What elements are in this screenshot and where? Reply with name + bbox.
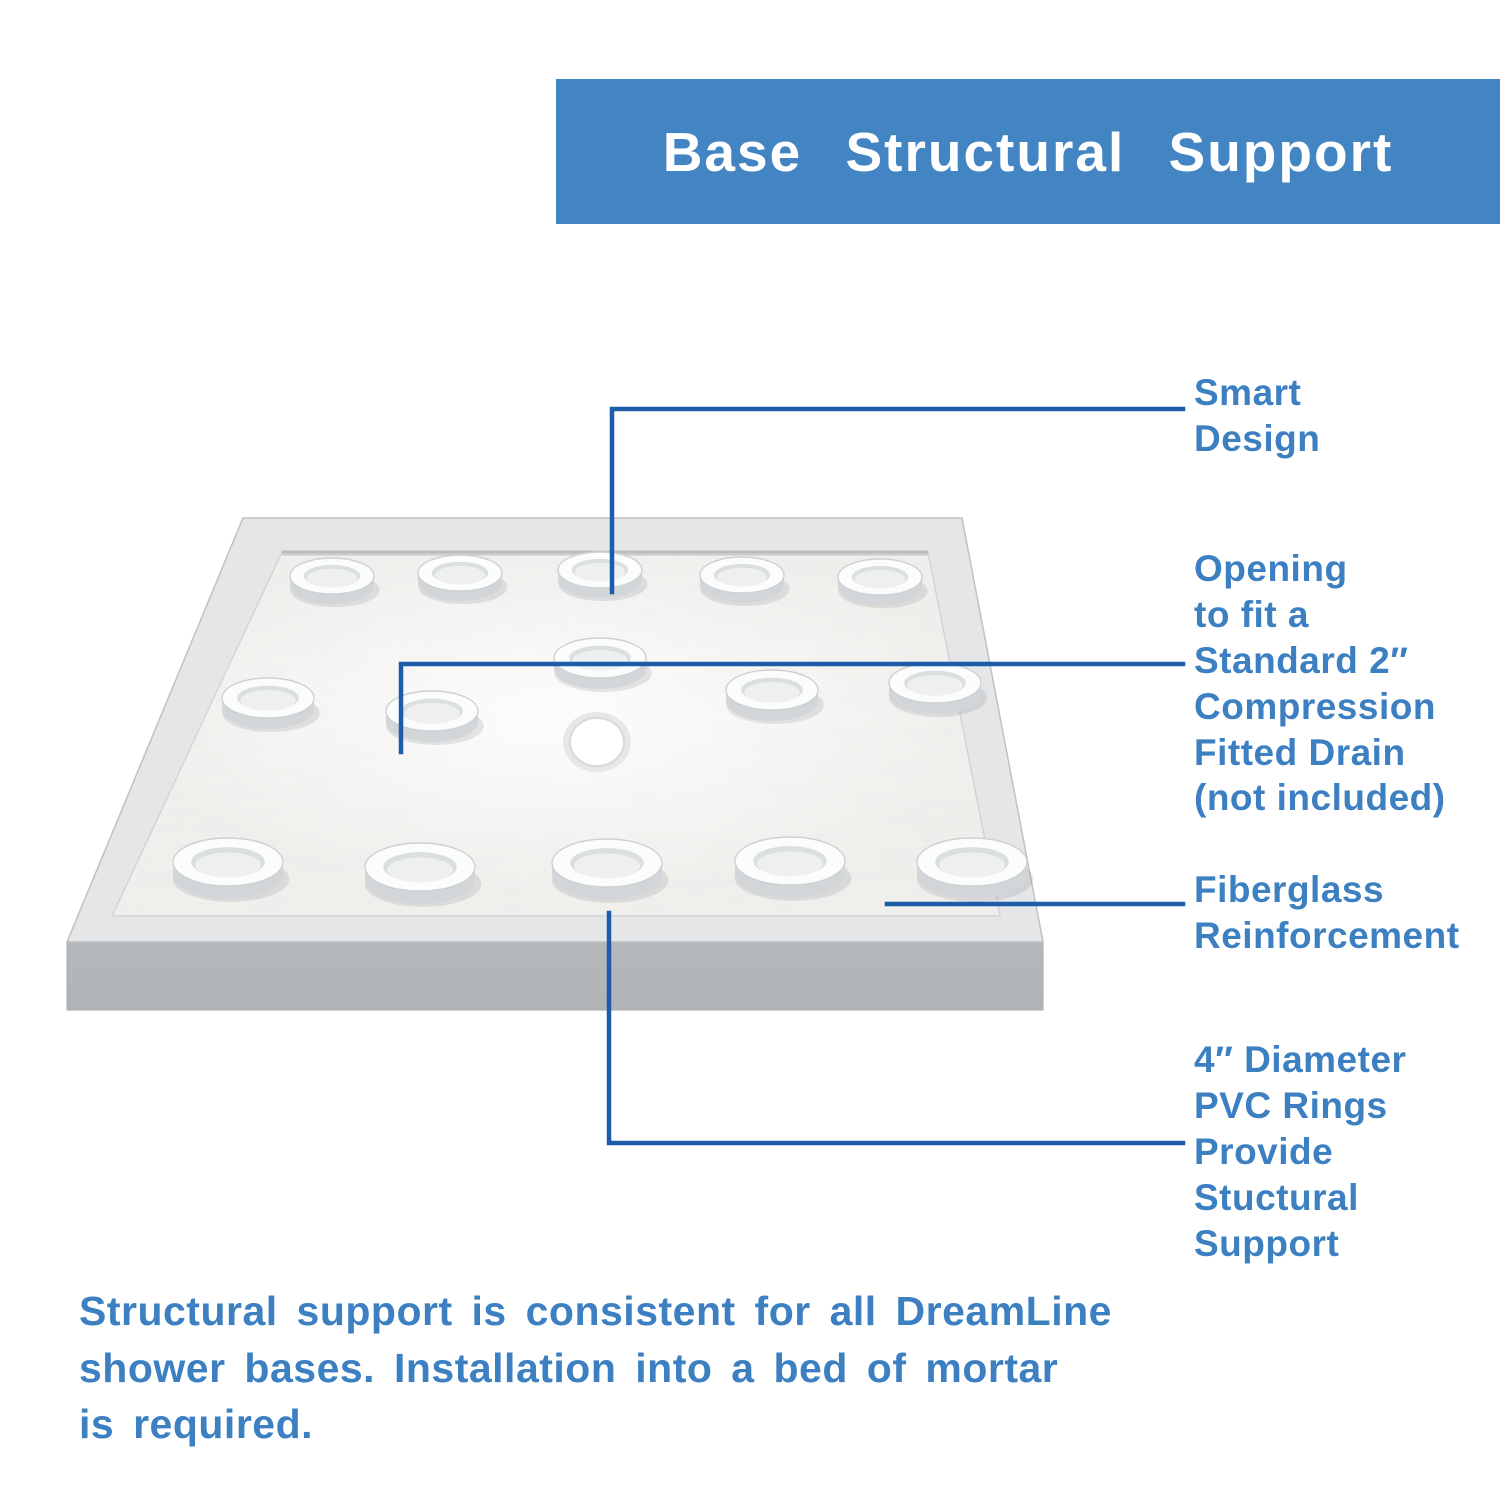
drain-opening-graphic [563, 712, 631, 772]
pvc-ring [551, 838, 669, 903]
page-title: Base Structural Support [662, 120, 1394, 183]
callout-drain-opening-label: Opening to fit a Standard 2″ Compression… [1194, 548, 1446, 819]
pvc-ring [916, 837, 1034, 902]
pvc-ring [888, 662, 987, 717]
pvc-ring [172, 837, 290, 902]
pvc-ring [385, 690, 484, 745]
pvc-ring [557, 551, 648, 602]
pvc-ring [837, 558, 928, 609]
callout-pvc-rings-label: 4″ Diameter PVC Rings Provide Stuctural … [1194, 1039, 1407, 1264]
shower-base-illustration [65, 517, 1044, 1011]
pvc-ring [417, 554, 508, 605]
pvc-ring [734, 836, 852, 901]
pvc-ring [725, 669, 824, 724]
callout-fiberglass-label: Fiberglass Reinforcement [1194, 869, 1460, 956]
footer-note: Structural support is consistent for all… [79, 1288, 1112, 1448]
pvc-ring [221, 677, 320, 732]
title-banner: Base Structural Support [556, 79, 1500, 224]
pvc-ring [553, 637, 652, 692]
callout-smart-design-label: Smart Design [1194, 372, 1321, 459]
pvc-ring [364, 842, 482, 907]
pvc-ring [289, 557, 380, 608]
pvc-ring [699, 556, 790, 607]
